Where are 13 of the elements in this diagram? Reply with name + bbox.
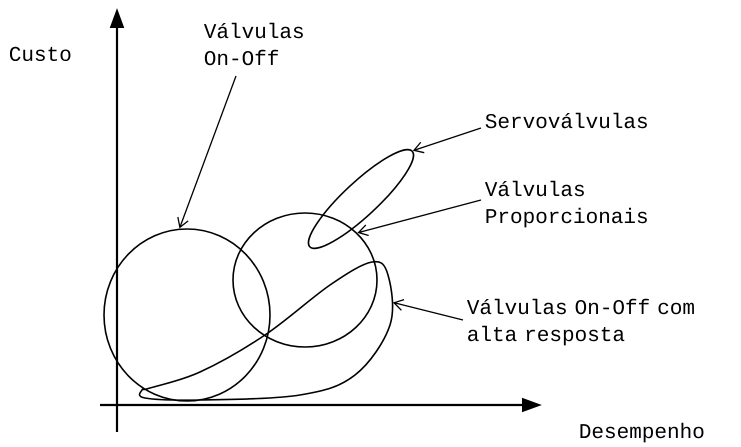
region-loop [138, 260, 394, 401]
region-circle [103, 228, 271, 402]
region-circle [232, 212, 378, 348]
region-label: Válvulas On-Off com alta resposta [466, 298, 694, 346]
axis-label: Custo [10, 46, 70, 62]
region-label: Servoválvulas [486, 112, 647, 128]
leader-arrow [392, 298, 464, 321]
region-label: Válvulas On-Off [204, 22, 303, 66]
axis-label: Desempenho [580, 422, 704, 442]
leader-arrow [177, 76, 237, 229]
leader-arrow [412, 127, 482, 154]
leader-arrow [357, 199, 482, 236]
region-label: Válvulas Proporcionais [484, 180, 647, 228]
